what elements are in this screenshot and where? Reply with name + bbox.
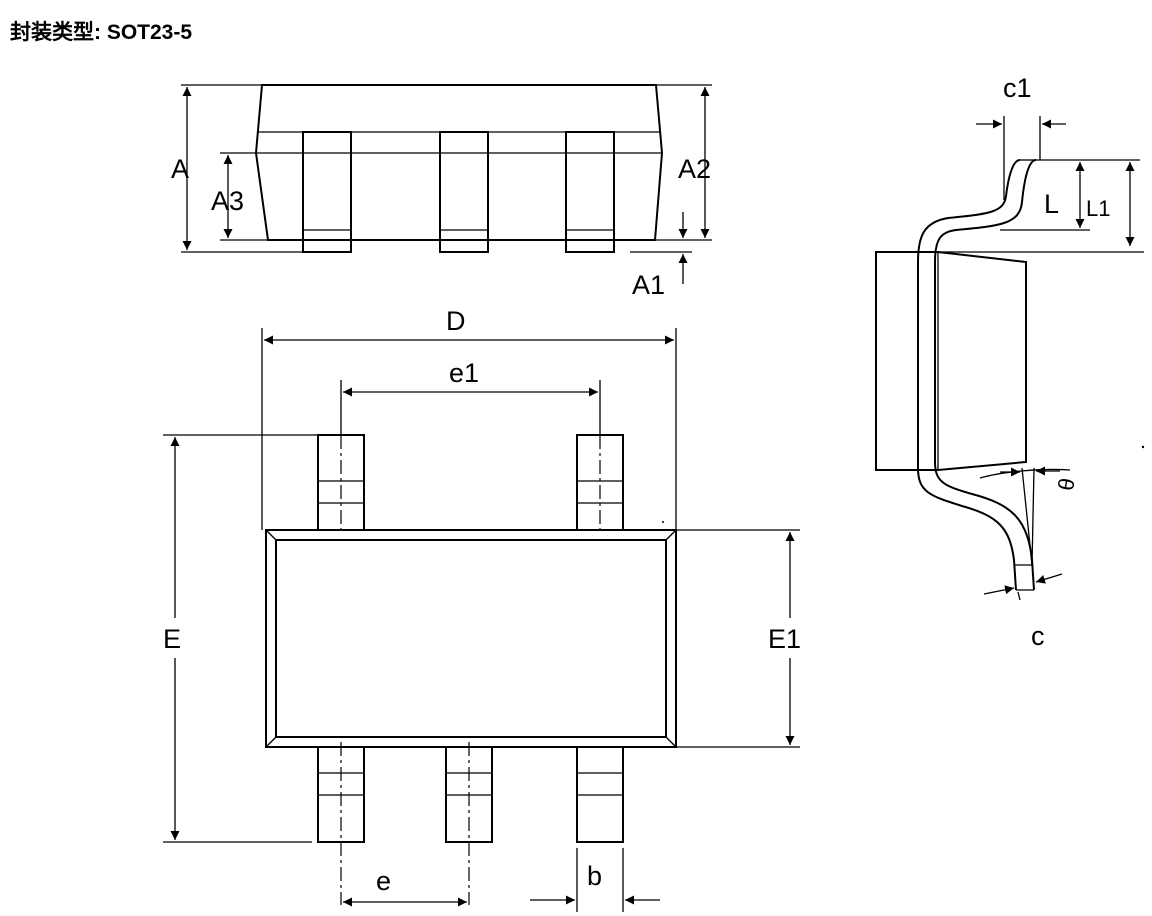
- dim-D: D: [261, 306, 677, 530]
- page-title: 封装类型: SOT23-5: [10, 16, 192, 46]
- top-lead: [576, 434, 624, 535]
- end-body-outline: [875, 251, 1027, 471]
- top-body-inner: [275, 539, 667, 738]
- side-lead: [302, 131, 352, 253]
- label-b: b: [587, 861, 602, 891]
- dim-A3: A3: [211, 152, 268, 241]
- end-lead-inner: [934, 159, 1037, 591]
- title-package: : SOT23-5: [94, 21, 193, 44]
- bottom-lead: [445, 742, 493, 905]
- label-E: E: [163, 624, 181, 654]
- label-E1: E1: [768, 624, 801, 654]
- label-c1: c1: [1003, 73, 1032, 103]
- bottom-lead: [317, 742, 365, 905]
- top-lead: [317, 434, 365, 535]
- top-body-outer: [265, 529, 677, 748]
- label-theta: θ: [1053, 476, 1080, 492]
- label-A2: A2: [678, 154, 711, 184]
- end-lead-outer: [917, 159, 1021, 591]
- label-A1: A1: [632, 270, 665, 300]
- end-view: c1 L L1 θ c: [875, 73, 1145, 651]
- top-view: D e1 E E1 e: [163, 306, 801, 912]
- dim-e1: e1: [340, 358, 601, 435]
- side-lead: [565, 131, 615, 253]
- label-e: e: [376, 866, 391, 896]
- label-e1: e1: [449, 358, 479, 388]
- side-lead: [439, 131, 489, 253]
- label-L1: L1: [1086, 196, 1110, 221]
- dim-theta: θ: [979, 466, 1080, 566]
- dim-L1: L1: [938, 162, 1144, 253]
- label-c: c: [1031, 621, 1045, 651]
- dim-c1: c1: [976, 73, 1066, 200]
- dim-c: c: [983, 573, 1063, 651]
- label-L: L: [1044, 189, 1059, 219]
- dim-E1: E1: [676, 529, 801, 748]
- dim-e: e: [343, 866, 467, 907]
- bottom-lead: [576, 746, 624, 843]
- side-view: A A3 A2 A1: [171, 84, 712, 300]
- dim-L: L: [1000, 159, 1140, 231]
- label-A3: A3: [211, 186, 244, 216]
- dim-E: E: [163, 434, 318, 843]
- label-D: D: [446, 306, 466, 336]
- dim-A2: A2: [655, 84, 712, 241]
- dim-A1: A1: [630, 212, 692, 300]
- dim-A: A: [171, 84, 303, 253]
- title-prefix: 封装类型: [10, 20, 94, 44]
- side-body-outline: [254, 84, 664, 241]
- dim-b: b: [530, 848, 660, 912]
- label-A: A: [171, 154, 189, 184]
